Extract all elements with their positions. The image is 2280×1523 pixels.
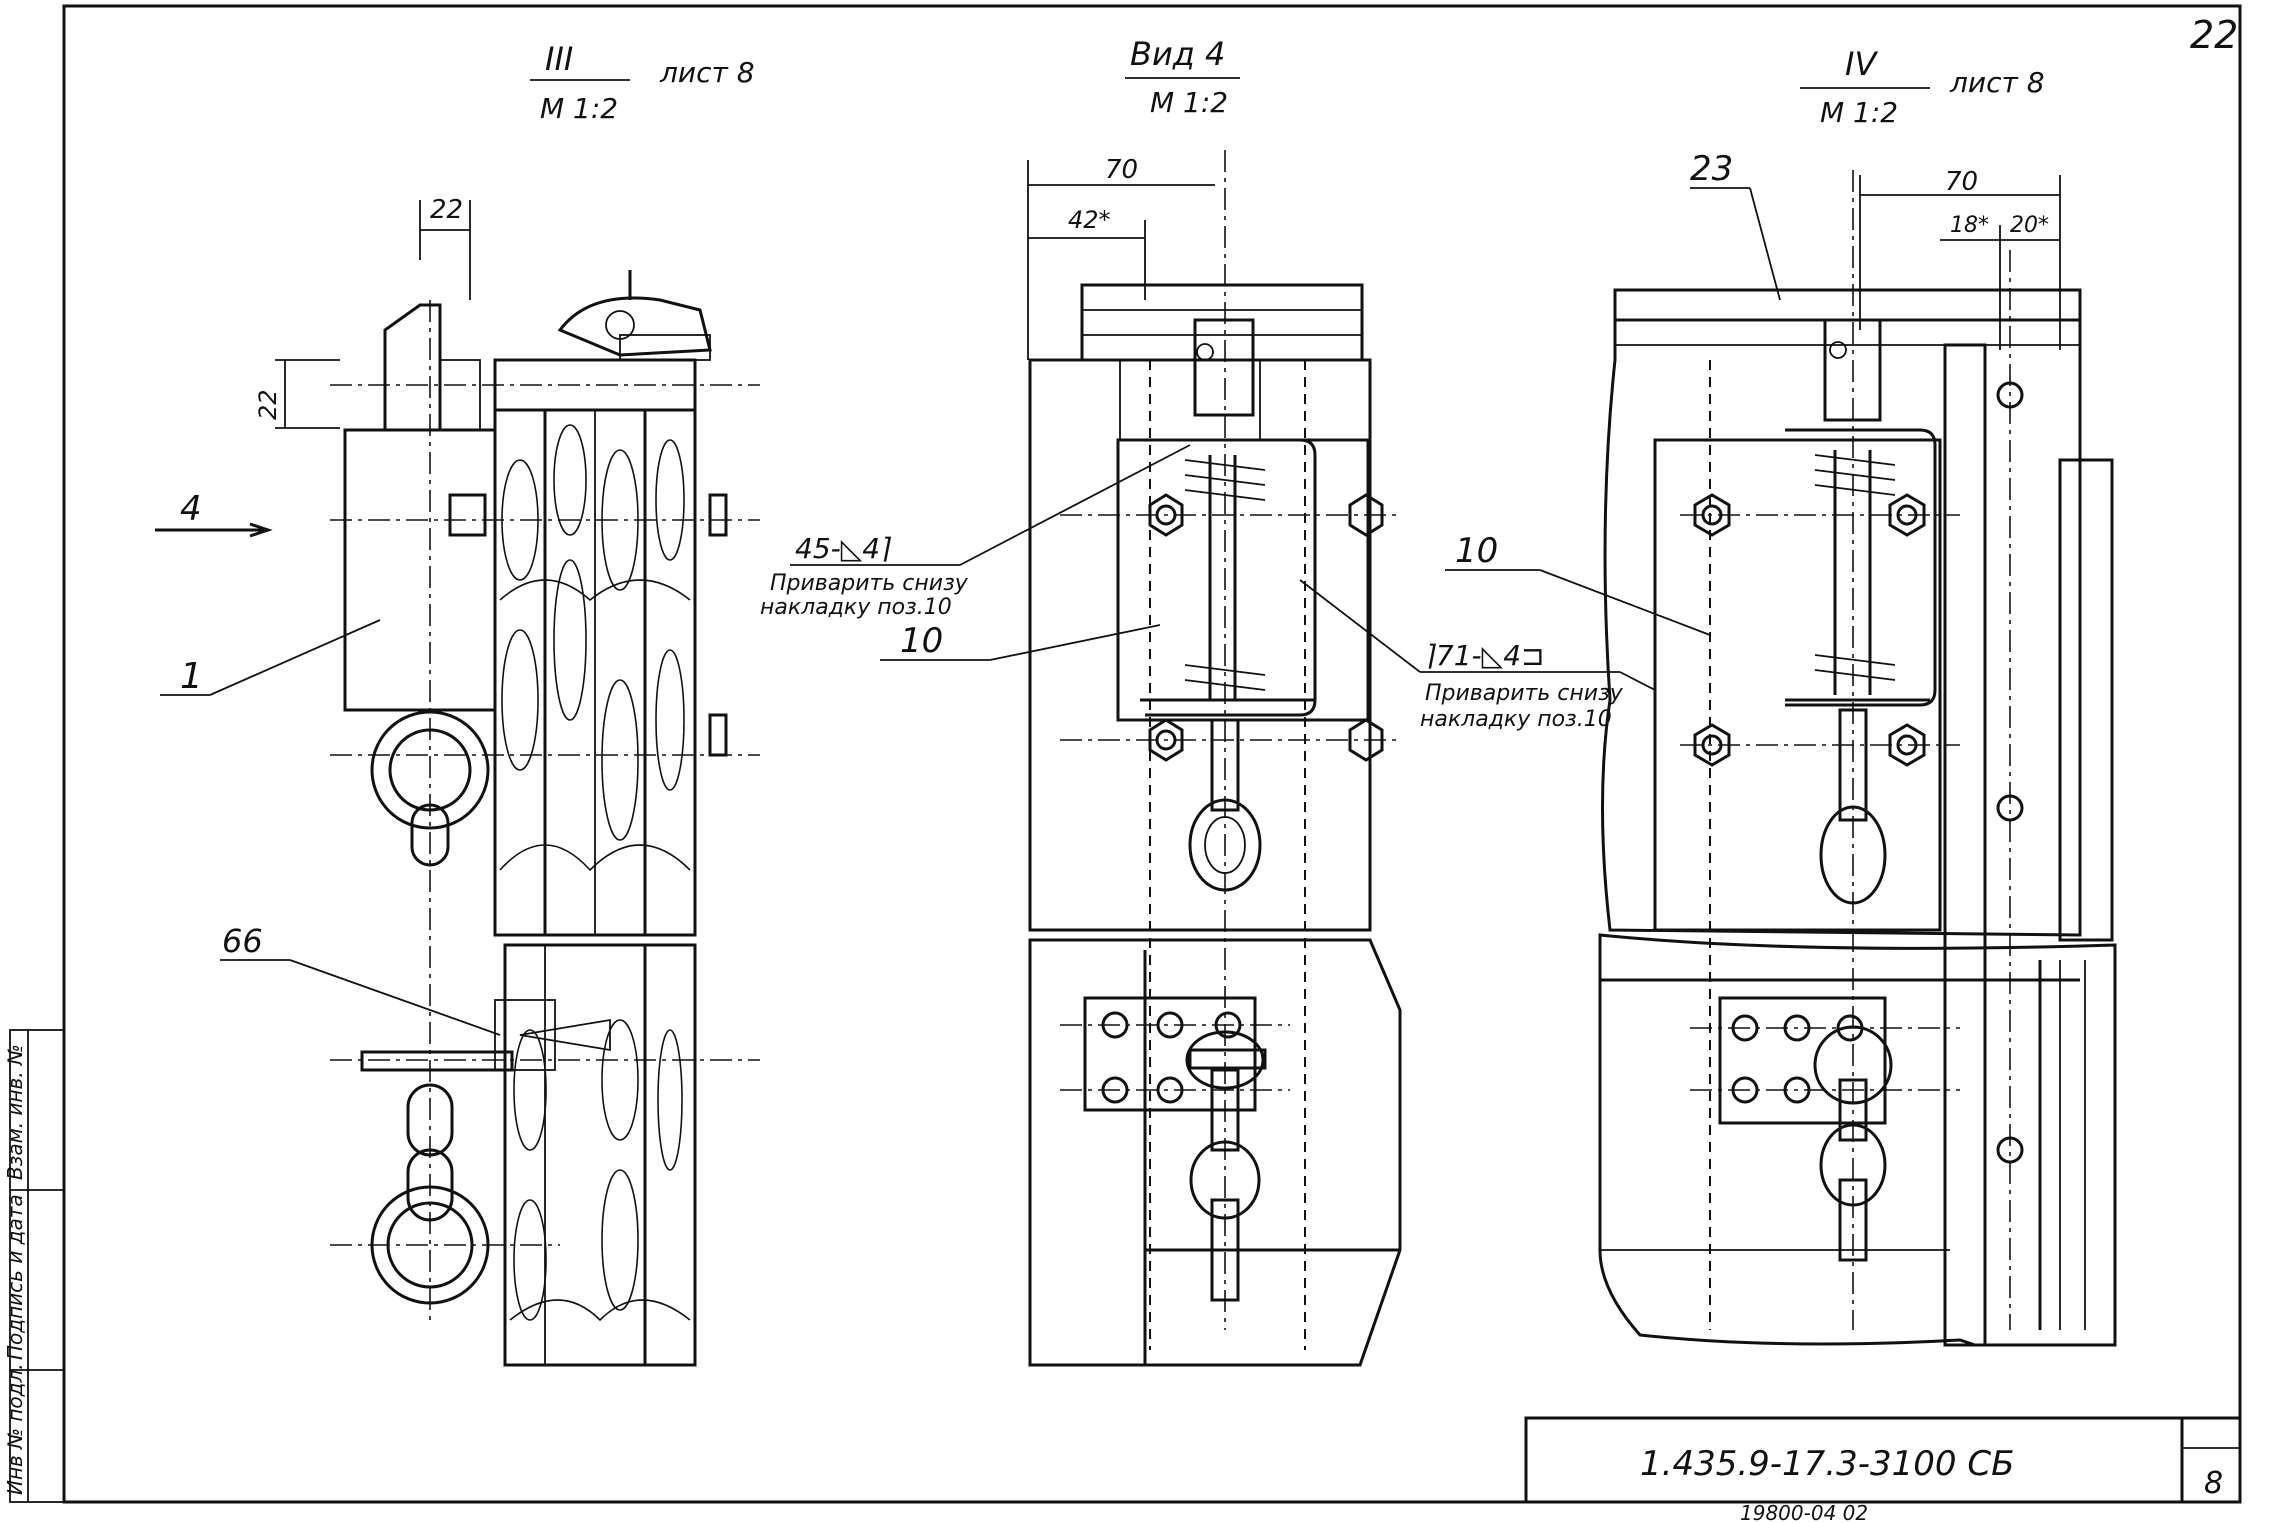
beam-lower — [503, 943, 697, 1367]
pos-1-label: 1 — [180, 656, 203, 697]
dim-22-top: 22 — [430, 195, 463, 225]
stamp-label-replace: Взам. инв. № — [3, 1044, 27, 1180]
view-IV-ref: лист 8 — [1949, 66, 2045, 99]
pos-10-right-label: 10 — [1455, 531, 1498, 571]
title-block: 1.435.9-17.3-3100 СБ 8 19800-04 02 — [1524, 1416, 2242, 1523]
view-4-scale: М 1:2 — [1150, 86, 1228, 119]
dim-20-right: 20* — [2010, 213, 2049, 238]
view-IV-scale: М 1:2 — [1820, 96, 1898, 129]
sheet-number: 22 — [2190, 13, 2238, 57]
sheet-frame — [62, 4, 2242, 1504]
view-III: III М 1:2 лист 8 22 22 — [155, 40, 760, 1367]
weld-45-symbol: 45-◺4⌉ — [795, 532, 891, 565]
view-IV: IV М 1:2 лист 8 70 18* 20* — [1299, 45, 2117, 1347]
stamp-label-inv: Инв № подл. — [3, 1363, 27, 1495]
side-stamp: Инв № подл. Подпись и дата Взам. инв. № — [3, 1029, 65, 1503]
pos-23-label: 23 — [1690, 149, 1733, 189]
view-III-title: III — [545, 40, 573, 78]
bottom-note: 19800-04 02 — [1740, 1501, 1868, 1523]
view-III-scale: М 1:2 — [540, 92, 618, 125]
sheet-box-value: 8 — [2204, 1466, 2223, 1501]
weld-71-symbol: ⌉71-◺4⊐ — [1425, 639, 1544, 672]
view-IV-title: IV — [1845, 45, 1878, 83]
view-arrow-4: 4 — [180, 489, 202, 529]
drawing-designation: 1.435.9-17.3-3100 СБ — [1640, 1444, 2014, 1484]
pos-10-mid-label: 10 — [900, 621, 943, 661]
weld-45-line2: накладку поз.10 — [760, 595, 952, 620]
dim-18-right: 18* — [1950, 213, 1989, 238]
view-4: Вид 4 М 1:2 70 42* — [760, 35, 1402, 1367]
dim-70-mid: 70 — [1105, 155, 1138, 185]
view-III-ref: лист 8 — [659, 56, 755, 89]
dim-42-mid: 42* — [1068, 206, 1111, 234]
dim-70-right: 70 — [1945, 167, 1978, 197]
pos-66-label: 66 — [222, 922, 263, 960]
dim-22-side: 22 — [254, 389, 282, 420]
weld-71-line1: Приварить снизу — [1425, 681, 1624, 706]
weld-71-line2: накладку поз.10 — [1420, 707, 1612, 732]
weld-45-line1: Приварить снизу — [770, 571, 969, 596]
view-4-title: Вид 4 — [1130, 35, 1225, 73]
stamp-label-sign: Подпись и дата — [3, 1194, 27, 1360]
